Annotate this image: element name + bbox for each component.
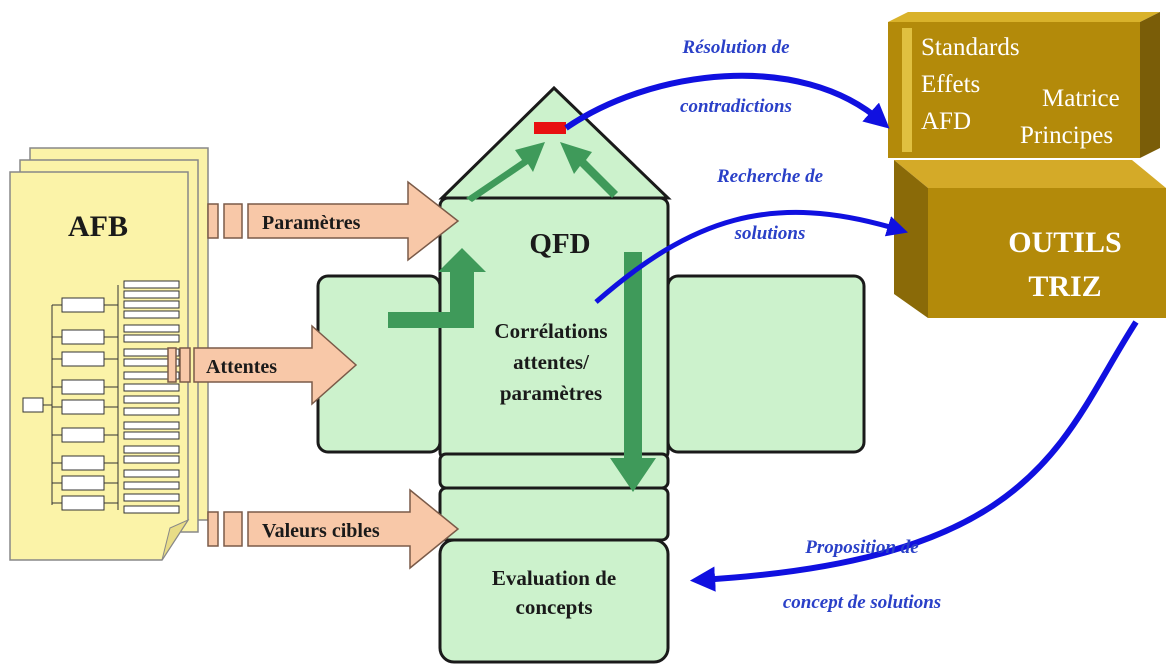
recherche-line-2: solutions xyxy=(734,223,806,244)
qfd-evaluation-box xyxy=(438,538,670,664)
tool-principes: Principes xyxy=(1020,122,1113,149)
input-arrow-valeurs-cibles: Valeurs cibles xyxy=(207,488,460,570)
proposition-line-1: Proposition de xyxy=(804,537,919,558)
afb-function-tree xyxy=(22,280,180,514)
contradiction-marker xyxy=(534,122,566,134)
tool-matrice: Matrice xyxy=(1042,85,1120,112)
correlations-line-2: attentes/ xyxy=(513,350,590,374)
flow-arrow-recherche xyxy=(594,209,909,304)
resolution-line-1: Résolution de xyxy=(681,37,790,58)
flow-arrow-proposition xyxy=(689,320,1139,592)
correlations-line-3: paramètres xyxy=(500,381,602,405)
tool-standards: Standards xyxy=(921,34,1020,61)
qfd-row-2 xyxy=(438,486,670,542)
parametres-label: Paramètres xyxy=(262,212,361,234)
afb-document: AFB xyxy=(9,147,209,561)
qfd-roof xyxy=(438,85,672,200)
down-arrow xyxy=(610,252,656,492)
qfd-right-wing xyxy=(666,274,866,454)
resolution-line-2: contradictions xyxy=(680,96,792,117)
valeurs-cibles-label: Valeurs cibles xyxy=(262,520,380,542)
attentes-corner-arrow xyxy=(388,248,486,328)
roof-arrow-right xyxy=(560,142,618,198)
correlations-line-1: Corrélations xyxy=(494,319,607,343)
tool-effets: Effets xyxy=(921,71,980,98)
evaluation-line-2: concepts xyxy=(516,595,593,619)
afb-title: AFB xyxy=(68,210,128,243)
attentes-label: Attentes xyxy=(206,356,277,378)
flow-arrow-resolution xyxy=(564,72,890,131)
triz-main-line-1: OUTILS xyxy=(1008,226,1121,259)
qfd-title: QFD xyxy=(529,228,590,260)
qfd-internal-arrows xyxy=(388,142,656,492)
evaluation-line-1: Evaluation de xyxy=(492,566,616,590)
triz-main-line-2: TRIZ xyxy=(1028,270,1101,303)
input-arrow-attentes: Attentes xyxy=(167,324,358,406)
tool-afd: AFD xyxy=(921,108,971,135)
qfd-house xyxy=(316,85,866,664)
input-arrow-parametres: Paramètres xyxy=(207,180,460,262)
triz-tools-box: OUTILS TRIZ xyxy=(894,160,1166,318)
triz-knowledge-box: Standards Effets AFD Matrice Principes xyxy=(888,12,1160,158)
roof-arrow-left xyxy=(466,142,545,202)
proposition-line-2: concept de solutions xyxy=(783,592,941,613)
recherche-line-1: Recherche de xyxy=(716,166,824,187)
